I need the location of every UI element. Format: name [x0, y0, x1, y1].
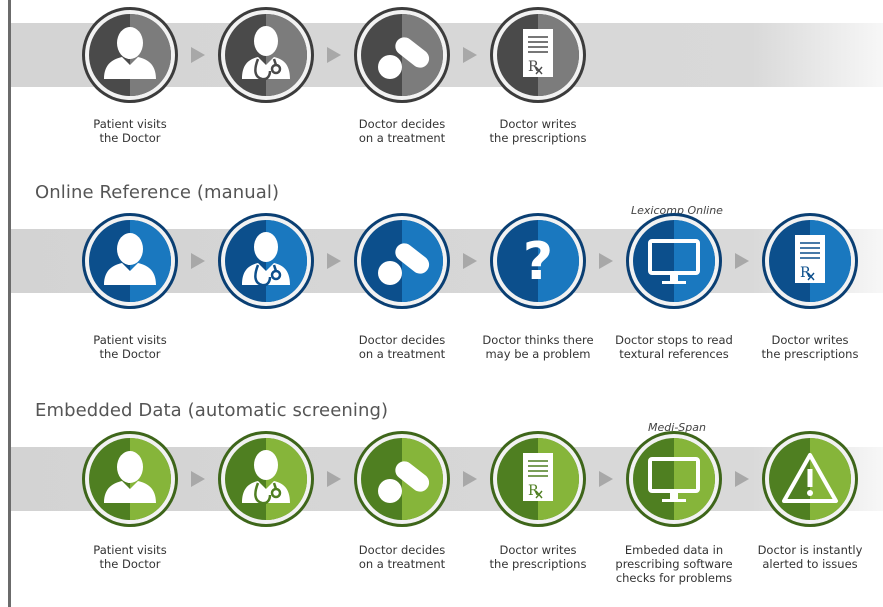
- caption-line: Patient visits: [93, 333, 167, 347]
- caption-line: checks for problems: [615, 571, 733, 585]
- online-step-5-monitor-icon: [626, 213, 722, 309]
- caption-line: the Doctor: [99, 557, 161, 571]
- prescription-icon: R: [762, 213, 858, 309]
- online-arrow-3: [463, 253, 477, 269]
- caption-line: Doctor decides: [358, 333, 446, 347]
- caption-line: Doctor writes: [499, 543, 577, 557]
- caption-line: the prescriptions: [489, 557, 587, 571]
- patient-icon: [82, 431, 178, 527]
- pill-icon: [354, 213, 450, 309]
- online-arrow-5: [735, 253, 749, 269]
- question-icon: ?: [490, 213, 586, 309]
- caption-line: the prescriptions: [761, 347, 859, 361]
- online-step-6-prescription-icon: R: [762, 213, 858, 309]
- svg-text:R: R: [528, 483, 539, 499]
- basic-arrow-3: [463, 47, 477, 63]
- pill-icon: [354, 431, 450, 527]
- caption-line: on a treatment: [358, 131, 446, 145]
- caption-line: the Doctor: [99, 347, 161, 361]
- caption-line: textural references: [619, 347, 729, 361]
- online-step-3-pill-icon: [354, 213, 450, 309]
- online-arrow-2: [327, 253, 341, 269]
- prescription-icon: R: [490, 431, 586, 527]
- caption-line: Patient visits: [93, 117, 167, 131]
- online-arrow-1: [191, 253, 205, 269]
- svg-text:R: R: [800, 265, 811, 281]
- caption-line: Doctor decides: [358, 117, 446, 131]
- basic-arrow-2: [327, 47, 341, 63]
- embedded-arrow-2: [327, 471, 341, 487]
- caption-line: on a treatment: [358, 347, 446, 361]
- online-step-2-doctor-icon: [218, 213, 314, 309]
- caption-line: Embeded data in: [624, 543, 724, 557]
- caption-line: Doctor writes: [771, 333, 849, 347]
- online-step-4-question-icon: ?: [490, 213, 586, 309]
- source-label-medispan: Medi-Span: [648, 421, 706, 434]
- patient-icon: [82, 213, 178, 309]
- embedded-arrow-5: [735, 471, 749, 487]
- basic-step-3-pill-icon: [354, 7, 450, 103]
- embedded-step-1-patient-icon: [82, 431, 178, 527]
- embedded-step-6-warning-icon: [762, 431, 858, 527]
- caption-line: Doctor is instantly: [757, 543, 863, 557]
- caption-line: the Doctor: [99, 131, 161, 145]
- embedded-step-4-prescription-icon: R: [490, 431, 586, 527]
- svg-text:R: R: [528, 59, 539, 75]
- online-arrow-4: [599, 253, 613, 269]
- embedded-step-3-pill-icon: [354, 431, 450, 527]
- caption-line: Doctor writes: [499, 117, 577, 131]
- patient-icon: [82, 7, 178, 103]
- embedded-arrow-3: [463, 471, 477, 487]
- caption-line: on a treatment: [358, 557, 446, 571]
- doctor-icon: [218, 213, 314, 309]
- monitor-icon: [626, 213, 722, 309]
- source-label-lexicomp: Lexicomp Online: [631, 204, 723, 217]
- online-step-1-patient-icon: [82, 213, 178, 309]
- caption-line: Doctor decides: [358, 543, 446, 557]
- embedded-step-5-monitor-icon: [626, 431, 722, 527]
- section-title-embedded-data: Embedded Data (automatic screening): [35, 400, 389, 421]
- prescription-icon: R: [490, 7, 586, 103]
- basic-arrow-1: [191, 47, 205, 63]
- pill-icon: [354, 7, 450, 103]
- basic-step-1-patient-icon: [82, 7, 178, 103]
- caption-line: Doctor thinks there: [482, 333, 594, 347]
- left-frame-line: [8, 0, 11, 607]
- caption-line: prescribing software: [615, 557, 733, 571]
- caption-line: Doctor stops to read: [615, 333, 733, 347]
- doctor-icon: [218, 431, 314, 527]
- caption-line: alerted to issues: [762, 557, 858, 571]
- caption-line: Patient visits: [93, 543, 167, 557]
- embedded-step-2-doctor-icon: [218, 431, 314, 527]
- warning-icon: [762, 431, 858, 527]
- embedded-arrow-1: [191, 471, 205, 487]
- monitor-icon: [626, 431, 722, 527]
- section-title-online-reference: Online Reference (manual): [35, 182, 280, 203]
- embedded-arrow-4: [599, 471, 613, 487]
- caption-line: the prescriptions: [489, 131, 587, 145]
- svg-text:?: ?: [523, 232, 553, 292]
- basic-step-2-doctor-icon: [218, 7, 314, 103]
- caption-line: may be a problem: [485, 347, 591, 361]
- basic-step-4-prescription-icon: R: [490, 7, 586, 103]
- doctor-icon: [218, 7, 314, 103]
